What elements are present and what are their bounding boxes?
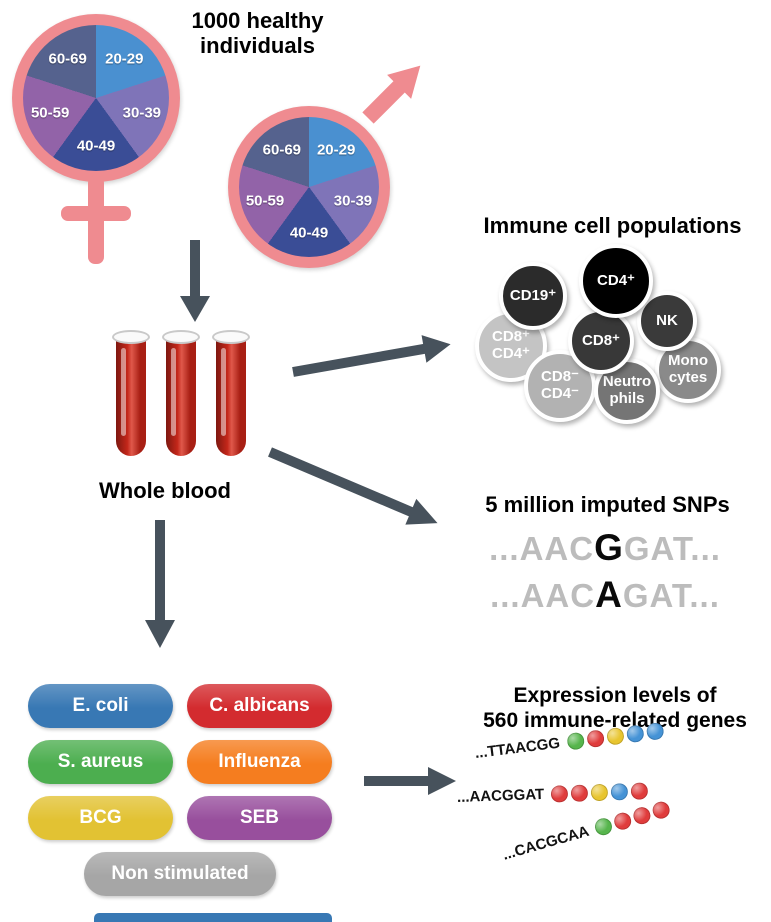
gene-sequence: ...CACGCAA xyxy=(500,822,592,864)
expression-row: ...AACGGAT xyxy=(457,782,649,806)
age-group-label: 20-29 xyxy=(105,50,144,68)
expression-dot-blue xyxy=(645,721,665,741)
arrow-head xyxy=(145,620,175,648)
snp-sequences: ...AACGGAT... ...AACAGAT... xyxy=(440,524,770,619)
cell-circle-cd8: CD8⁺ xyxy=(568,308,634,374)
male-arrow-shaft xyxy=(362,78,408,124)
age-group-label: 50-59 xyxy=(245,192,285,210)
expression-row: ...CACGCAA xyxy=(500,799,672,864)
expression-title-line1: Expression levels of xyxy=(513,684,717,707)
snp-variant-letter: G xyxy=(594,527,624,568)
stimulus-pill-non-stimulated: Non stimulated xyxy=(84,852,276,896)
stimulus-pill-bcg: BCG xyxy=(28,796,173,840)
gene-sequence: ...AACGGAT xyxy=(456,785,545,806)
stimulus-pill-e-coli: E. coli xyxy=(28,684,173,728)
expression-dot-red xyxy=(550,785,569,803)
age-group-label: 60-69 xyxy=(262,141,302,159)
arrow-head xyxy=(428,767,456,795)
expression-title-line2: 560 immune-related genes xyxy=(483,708,747,732)
female-symbol-ring: 20-29 30-39 40-49 50-59 60-69 xyxy=(12,14,180,182)
age-group-label: 30-39 xyxy=(333,192,373,210)
whole-blood-label: Whole blood xyxy=(99,478,231,503)
expression-dot-red xyxy=(631,805,653,827)
blood-tube xyxy=(162,330,200,460)
tube-shine xyxy=(171,348,176,436)
cell-circle-cd19: CD19⁺ xyxy=(499,262,567,330)
arrow-shaft xyxy=(268,447,415,518)
arrow-blood-to-stimuli xyxy=(145,520,175,648)
cropped-pill-edge xyxy=(94,913,332,922)
cohort-title-line2: individuals xyxy=(200,33,315,59)
arrow-shaft xyxy=(190,240,200,298)
expression-dot-green xyxy=(565,731,585,751)
arrow-blood-to-snps xyxy=(268,447,438,525)
arrow-shaft xyxy=(155,520,165,622)
arrow-stimuli-to-expression xyxy=(364,767,456,795)
arrow-shaft xyxy=(292,343,427,377)
arrow-individuals-to-blood xyxy=(180,240,210,322)
expression-dot-red xyxy=(570,784,589,803)
snp-sequence: ...AACAGAT... xyxy=(490,574,720,616)
arrow-head xyxy=(421,335,451,363)
stimulus-pill-c-albicans: C. albicans xyxy=(187,684,332,728)
age-group-label: 30-39 xyxy=(122,104,162,122)
age-group-label: 40-49 xyxy=(289,224,329,242)
cohort-title: 1000 healthy individuals xyxy=(160,8,355,59)
age-group-label: 40-49 xyxy=(76,137,116,155)
expression-dot-blue xyxy=(625,724,645,744)
tube-rim xyxy=(112,330,150,344)
stimulus-pill-influenza: Influenza xyxy=(187,740,332,784)
age-group-label: 20-29 xyxy=(316,141,356,159)
expression-dot-blue xyxy=(610,783,629,801)
stimulus-pill-s-aureus: S. aureus xyxy=(28,740,173,784)
expression-dot-red xyxy=(612,810,634,832)
female-symbol-crossbar xyxy=(61,206,131,221)
cohort-title-line1: 1000 healthy xyxy=(191,8,324,33)
cell-circle-cd4: CD4⁺ xyxy=(579,244,653,318)
expression-dot-yellow xyxy=(605,726,625,746)
expression-dot-red xyxy=(630,782,649,800)
male-arrow-head xyxy=(387,65,421,99)
tube-shine xyxy=(221,348,226,436)
expression-dot-yellow xyxy=(590,783,609,802)
tube-rim xyxy=(162,330,200,344)
blood-tubes xyxy=(112,330,262,462)
snp-sequence: ...AACGGAT... xyxy=(489,527,721,568)
arrow-shaft xyxy=(364,776,430,786)
expression-title: Expression levels of 560 immune-related … xyxy=(465,684,765,734)
tube-rim xyxy=(212,330,250,344)
blood-tube xyxy=(212,330,250,460)
age-group-label: 50-59 xyxy=(30,104,70,122)
expression-dot-red xyxy=(650,799,672,821)
snps-title: 5 million imputed SNPs xyxy=(485,492,730,517)
blood-tube xyxy=(112,330,150,460)
stimulus-pill-seb: SEB xyxy=(187,796,332,840)
arrow-head xyxy=(405,498,438,525)
expression-rows: ...TTAACGG ...AACGGAT ...CACGCAA xyxy=(455,721,771,920)
tube-shine xyxy=(121,348,126,436)
age-group-label: 60-69 xyxy=(48,50,87,68)
snp-variant-letter: A xyxy=(595,574,623,616)
expression-dot-green xyxy=(593,816,615,838)
arrow-head xyxy=(180,296,210,322)
expression-dot-red xyxy=(585,729,605,749)
male-symbol-arrow xyxy=(362,65,421,124)
arrow-blood-to-cells xyxy=(292,335,451,377)
female-age-pie: 20-29 30-39 40-49 50-59 60-69 xyxy=(23,25,169,171)
gene-sequence: ...TTAACGG xyxy=(473,734,561,762)
immune-cells-title: Immune cell populations xyxy=(483,213,742,238)
